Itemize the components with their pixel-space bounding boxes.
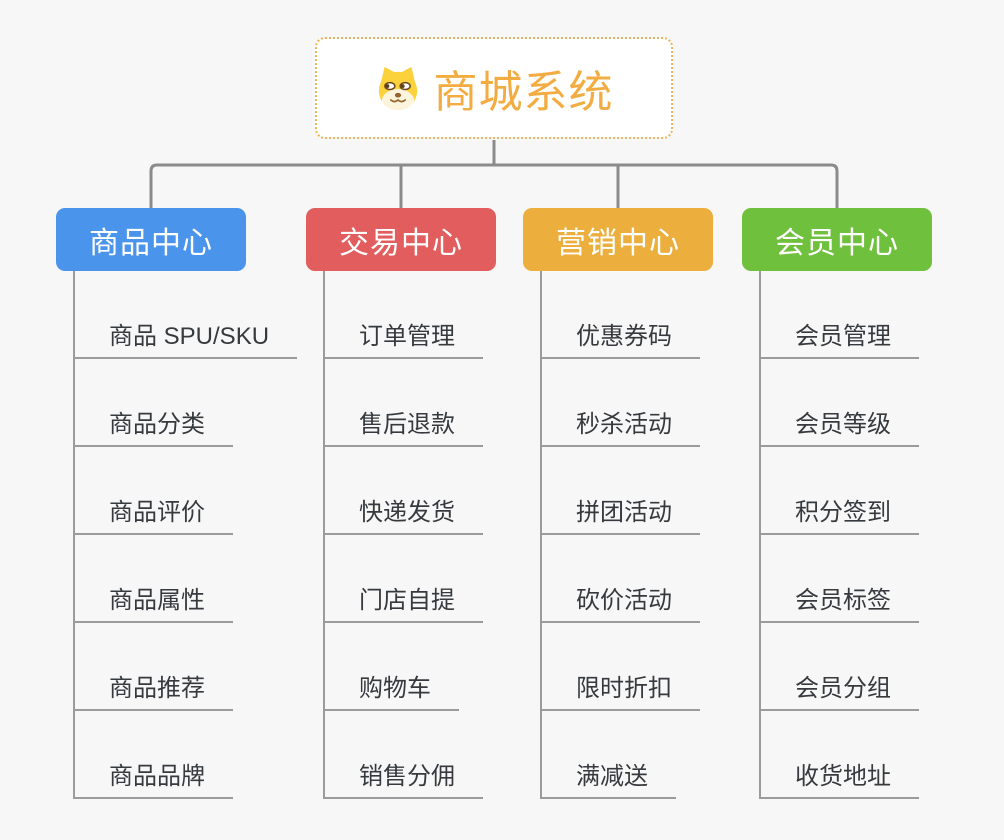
- subtopic-item[interactable]: 优惠券码: [542, 271, 700, 359]
- root-topic[interactable]: 商城系统: [315, 37, 673, 139]
- subtopic-item[interactable]: 收货地址: [761, 711, 919, 799]
- branch-node-trade-center[interactable]: 交易中心: [306, 208, 496, 271]
- branch-trade-center: 交易中心 订单管理 售后退款 快递发货 门店自提 购物车 销售分佣: [306, 208, 496, 799]
- branch-label: 营销中心: [556, 226, 680, 260]
- subtopic-item[interactable]: 拼团活动: [542, 447, 700, 535]
- subtopic-item[interactable]: 商品品牌: [75, 711, 233, 799]
- branch-marketing-center: 营销中心 优惠券码 秒杀活动 拼团活动 砍价活动 限时折扣 满减送: [523, 208, 713, 799]
- root-topic-label: 商城系统: [433, 68, 614, 117]
- subtopic-item[interactable]: 销售分佣: [325, 711, 483, 799]
- subtopic-item[interactable]: 会员标签: [761, 535, 919, 623]
- subtopic-item[interactable]: 会员管理: [761, 271, 919, 359]
- branch-node-product-center[interactable]: 商品中心: [56, 208, 246, 271]
- subtree-trade-center: 订单管理 售后退款 快递发货 门店自提 购物车 销售分佣: [323, 271, 483, 799]
- subtopic-item[interactable]: 商品 SPU/SKU: [75, 271, 298, 359]
- subtopic-item[interactable]: 会员分组: [761, 623, 919, 711]
- subtree-member-center: 会员管理 会员等级 积分签到 会员标签 会员分组 收货地址: [759, 271, 919, 799]
- subtopic-item[interactable]: 商品评价: [75, 447, 233, 535]
- subtree-product-center: 商品 SPU/SKU 商品分类 商品评价 商品属性 商品推荐 商品品牌: [73, 271, 298, 799]
- subtopic-item[interactable]: 满减送: [542, 711, 676, 799]
- subtopic-item[interactable]: 售后退款: [325, 359, 483, 447]
- branch-product-center: 商品中心 商品 SPU/SKU 商品分类 商品评价 商品属性 商品推荐 商品品牌: [56, 208, 298, 799]
- subtopic-item[interactable]: 会员等级: [761, 359, 919, 447]
- subtopic-item[interactable]: 限时折扣: [542, 623, 700, 711]
- subtopic-item[interactable]: 订单管理: [325, 271, 483, 359]
- subtopic-item[interactable]: 商品分类: [75, 359, 233, 447]
- subtopic-item[interactable]: 砍价活动: [542, 535, 700, 623]
- subtopic-item[interactable]: 商品推荐: [75, 623, 233, 711]
- doge-icon: [378, 66, 417, 111]
- subtopic-item[interactable]: 商品属性: [75, 535, 233, 623]
- subtopic-item[interactable]: 购物车: [325, 623, 459, 711]
- subtopic-item[interactable]: 门店自提: [325, 535, 483, 623]
- branch-member-center: 会员中心 会员管理 会员等级 积分签到 会员标签 会员分组 收货地址: [742, 208, 932, 799]
- branch-elbow-line: [149, 163, 839, 209]
- branch-label: 交易中心: [339, 226, 463, 260]
- subtree-marketing-center: 优惠券码 秒杀活动 拼团活动 砍价活动 限时折扣 满减送: [540, 271, 700, 799]
- branch-label: 商品中心: [89, 226, 213, 260]
- branch-label: 会员中心: [775, 226, 899, 260]
- subtopic-item[interactable]: 秒杀活动: [542, 359, 700, 447]
- branch-node-marketing-center[interactable]: 营销中心: [523, 208, 713, 271]
- subtopic-item[interactable]: 快递发货: [325, 447, 483, 535]
- subtopic-item[interactable]: 积分签到: [761, 447, 919, 535]
- branch-node-member-center[interactable]: 会员中心: [742, 208, 932, 271]
